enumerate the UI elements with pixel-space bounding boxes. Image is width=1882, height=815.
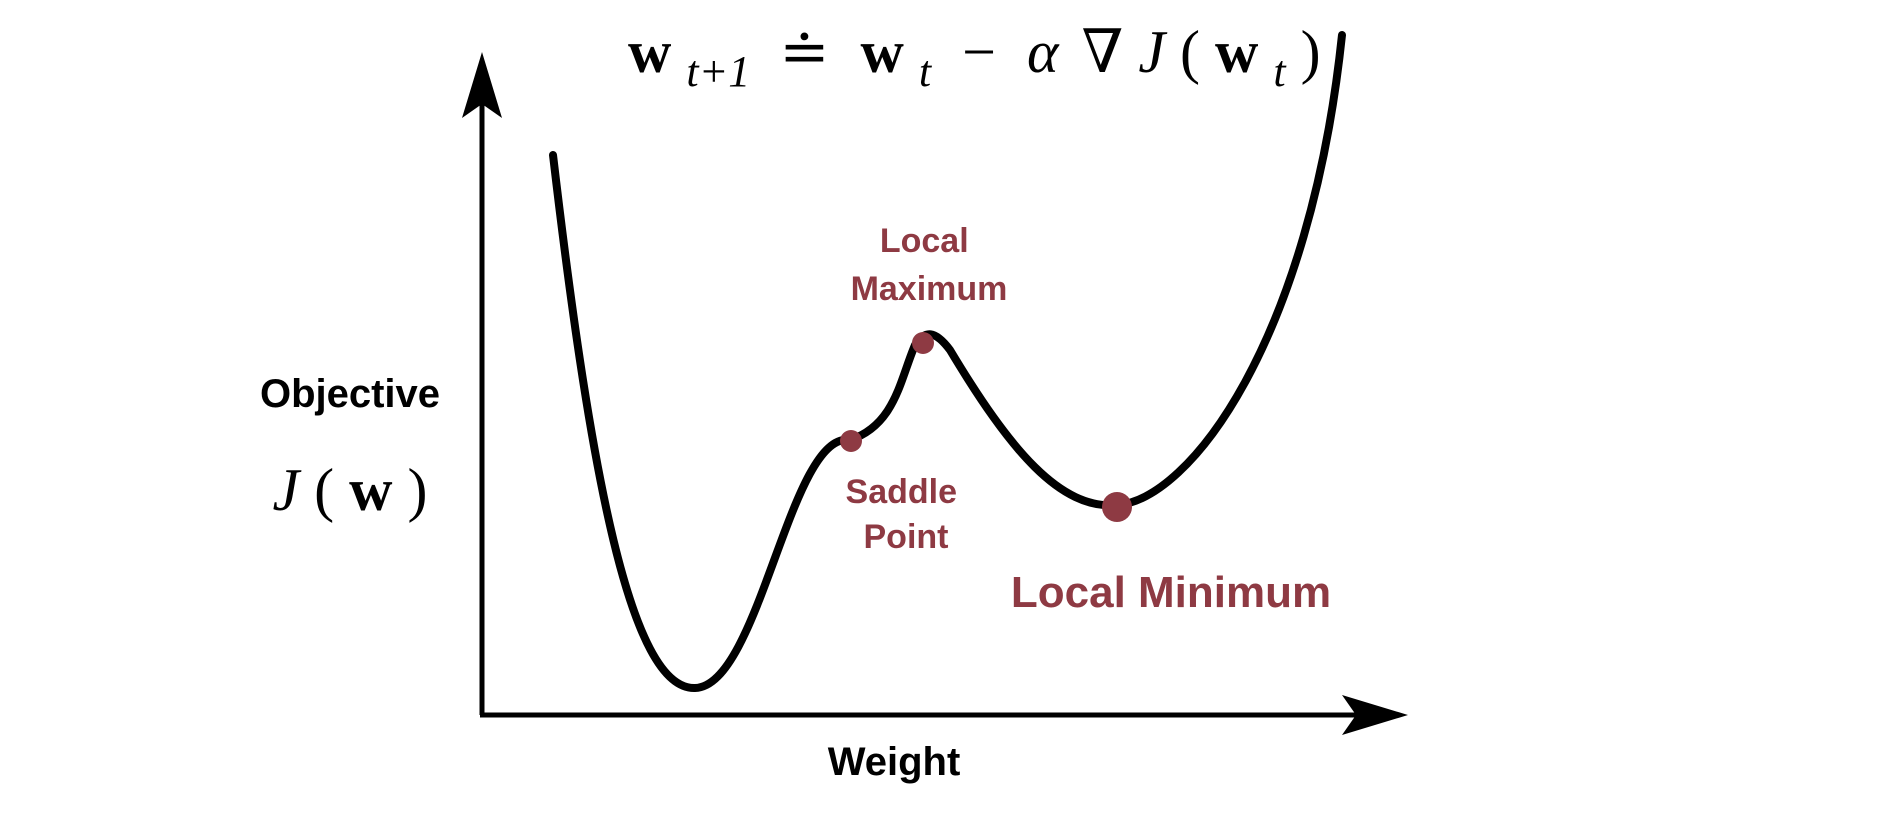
x-axis-label: Weight xyxy=(828,740,961,784)
y-axis-math-J: J xyxy=(273,457,302,523)
formula-sub-t-arg: t xyxy=(1273,47,1287,96)
formula-sub-next: t+1 xyxy=(686,47,750,96)
formula-minus: − xyxy=(962,19,996,85)
local-maximum-label: Local Maximum xyxy=(851,222,1008,308)
formula-w-next: w xyxy=(628,19,672,85)
formula-close-paren: ) xyxy=(1301,19,1321,85)
formula-w-t: w xyxy=(861,19,905,85)
local-maximum-label-line1: Local xyxy=(880,222,969,260)
formula-assign: ≐ xyxy=(779,19,829,85)
local-minimum-marker xyxy=(1102,492,1132,522)
formula-open-paren: ( xyxy=(1180,19,1200,85)
saddle-point-label-line2: Point xyxy=(864,518,949,556)
y-axis-math-label: J ( w ) xyxy=(273,457,428,523)
formula-w-t-arg: w xyxy=(1215,19,1259,85)
saddle-point-label-line1: Saddle xyxy=(846,473,957,511)
formula-sub-t: t xyxy=(919,47,933,96)
y-axis-math-close: ) xyxy=(407,457,427,523)
saddle-point-label: Saddle Point xyxy=(846,473,967,556)
saddle-point-marker xyxy=(840,430,862,452)
formula-alpha: α xyxy=(1027,19,1060,85)
y-axis-math-w: w xyxy=(349,457,393,523)
y-axis-label: Objective xyxy=(260,372,440,416)
y-axis-arrowhead xyxy=(462,52,502,118)
local-maximum-marker xyxy=(912,332,934,354)
objective-curve xyxy=(549,31,1346,693)
formula-nabla: ∇ xyxy=(1081,19,1123,85)
local-minimum-label: Local Minimum xyxy=(1011,568,1331,617)
update-rule-formula: w t+1 ≐ w t − α ∇ J ( w t ) xyxy=(628,19,1321,99)
formula-J: J xyxy=(1138,19,1167,85)
x-axis-arrowhead xyxy=(1342,695,1408,735)
y-axis-math-open: ( xyxy=(314,457,334,523)
local-maximum-label-line2: Maximum xyxy=(851,270,1008,308)
